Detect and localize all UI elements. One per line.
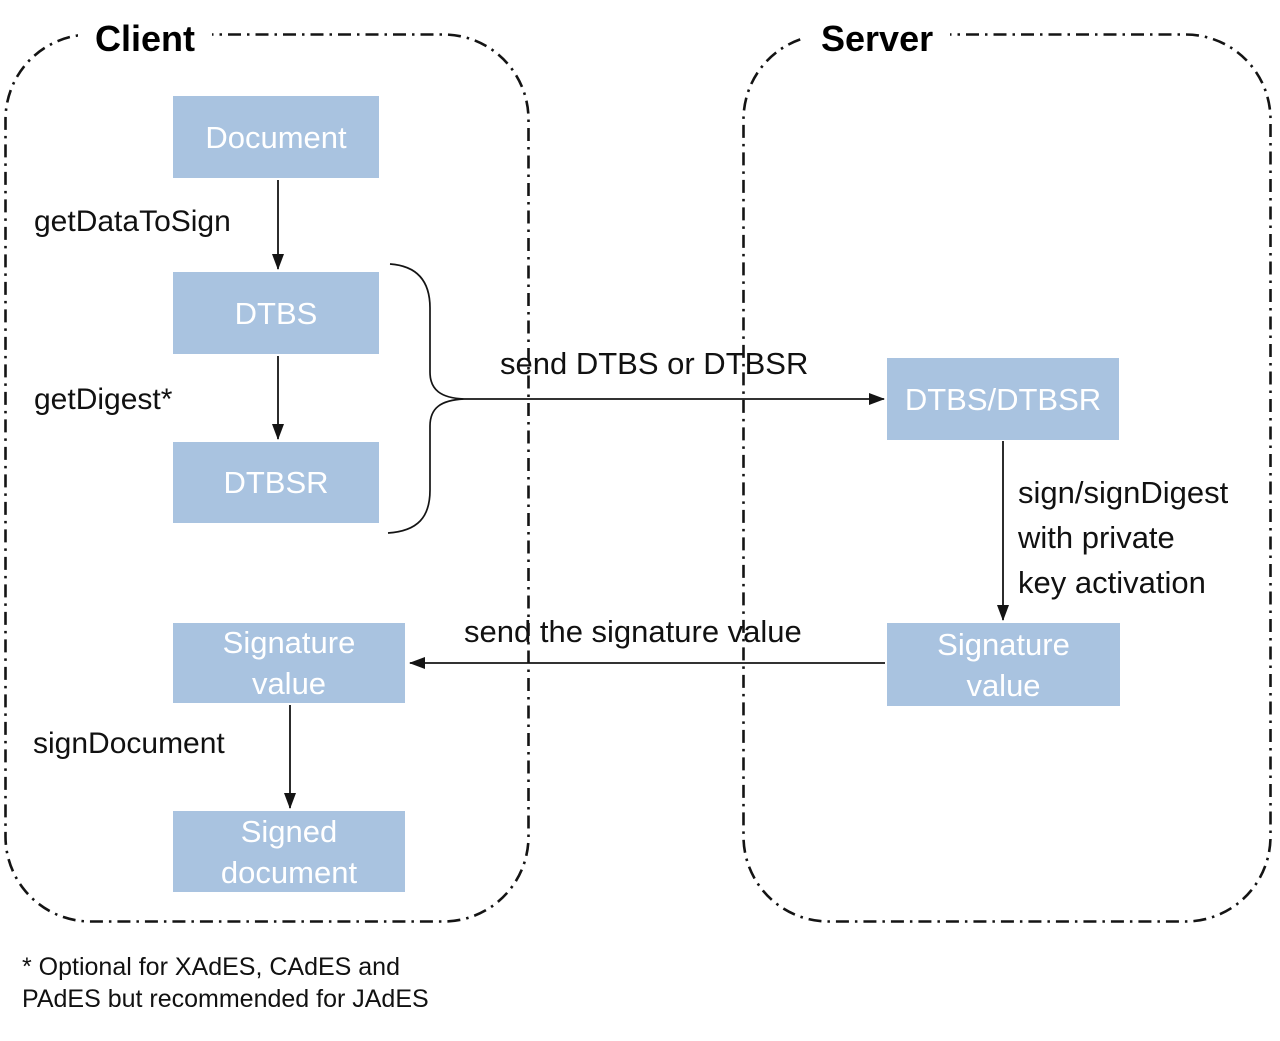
client-lane-title: Client xyxy=(78,16,213,62)
label-get-digest: getDigest* xyxy=(34,383,173,416)
box-client-signature-value: Signature value xyxy=(173,623,405,703)
label-sign-document: signDocument xyxy=(33,727,225,760)
box-dtbs: DTBS xyxy=(173,272,379,354)
box-document: Document xyxy=(173,96,379,178)
label-sign-with-key: sign/signDigest with private key activat… xyxy=(1018,475,1229,600)
label-send-dtbs: send DTBS or DTBSR xyxy=(500,346,809,381)
brace-dtbs-dtbsr xyxy=(387,263,465,534)
box-dtbsr: DTBSR xyxy=(173,442,379,523)
server-lane-border xyxy=(742,33,1272,923)
box-server-signature-value: Signature value xyxy=(887,623,1120,706)
box-dtbs-dtbsr: DTBS/DTBSR xyxy=(887,358,1119,440)
label-get-data-to-sign: getDataToSign xyxy=(34,205,231,238)
label-send-signature-value: send the signature value xyxy=(464,614,802,649)
client-lane-border xyxy=(4,33,530,923)
server-lane-title: Server xyxy=(804,16,951,62)
footnote: * Optional for XAdES, CAdES and PAdES bu… xyxy=(22,953,429,1013)
box-signed-document: Signed document xyxy=(173,811,405,892)
